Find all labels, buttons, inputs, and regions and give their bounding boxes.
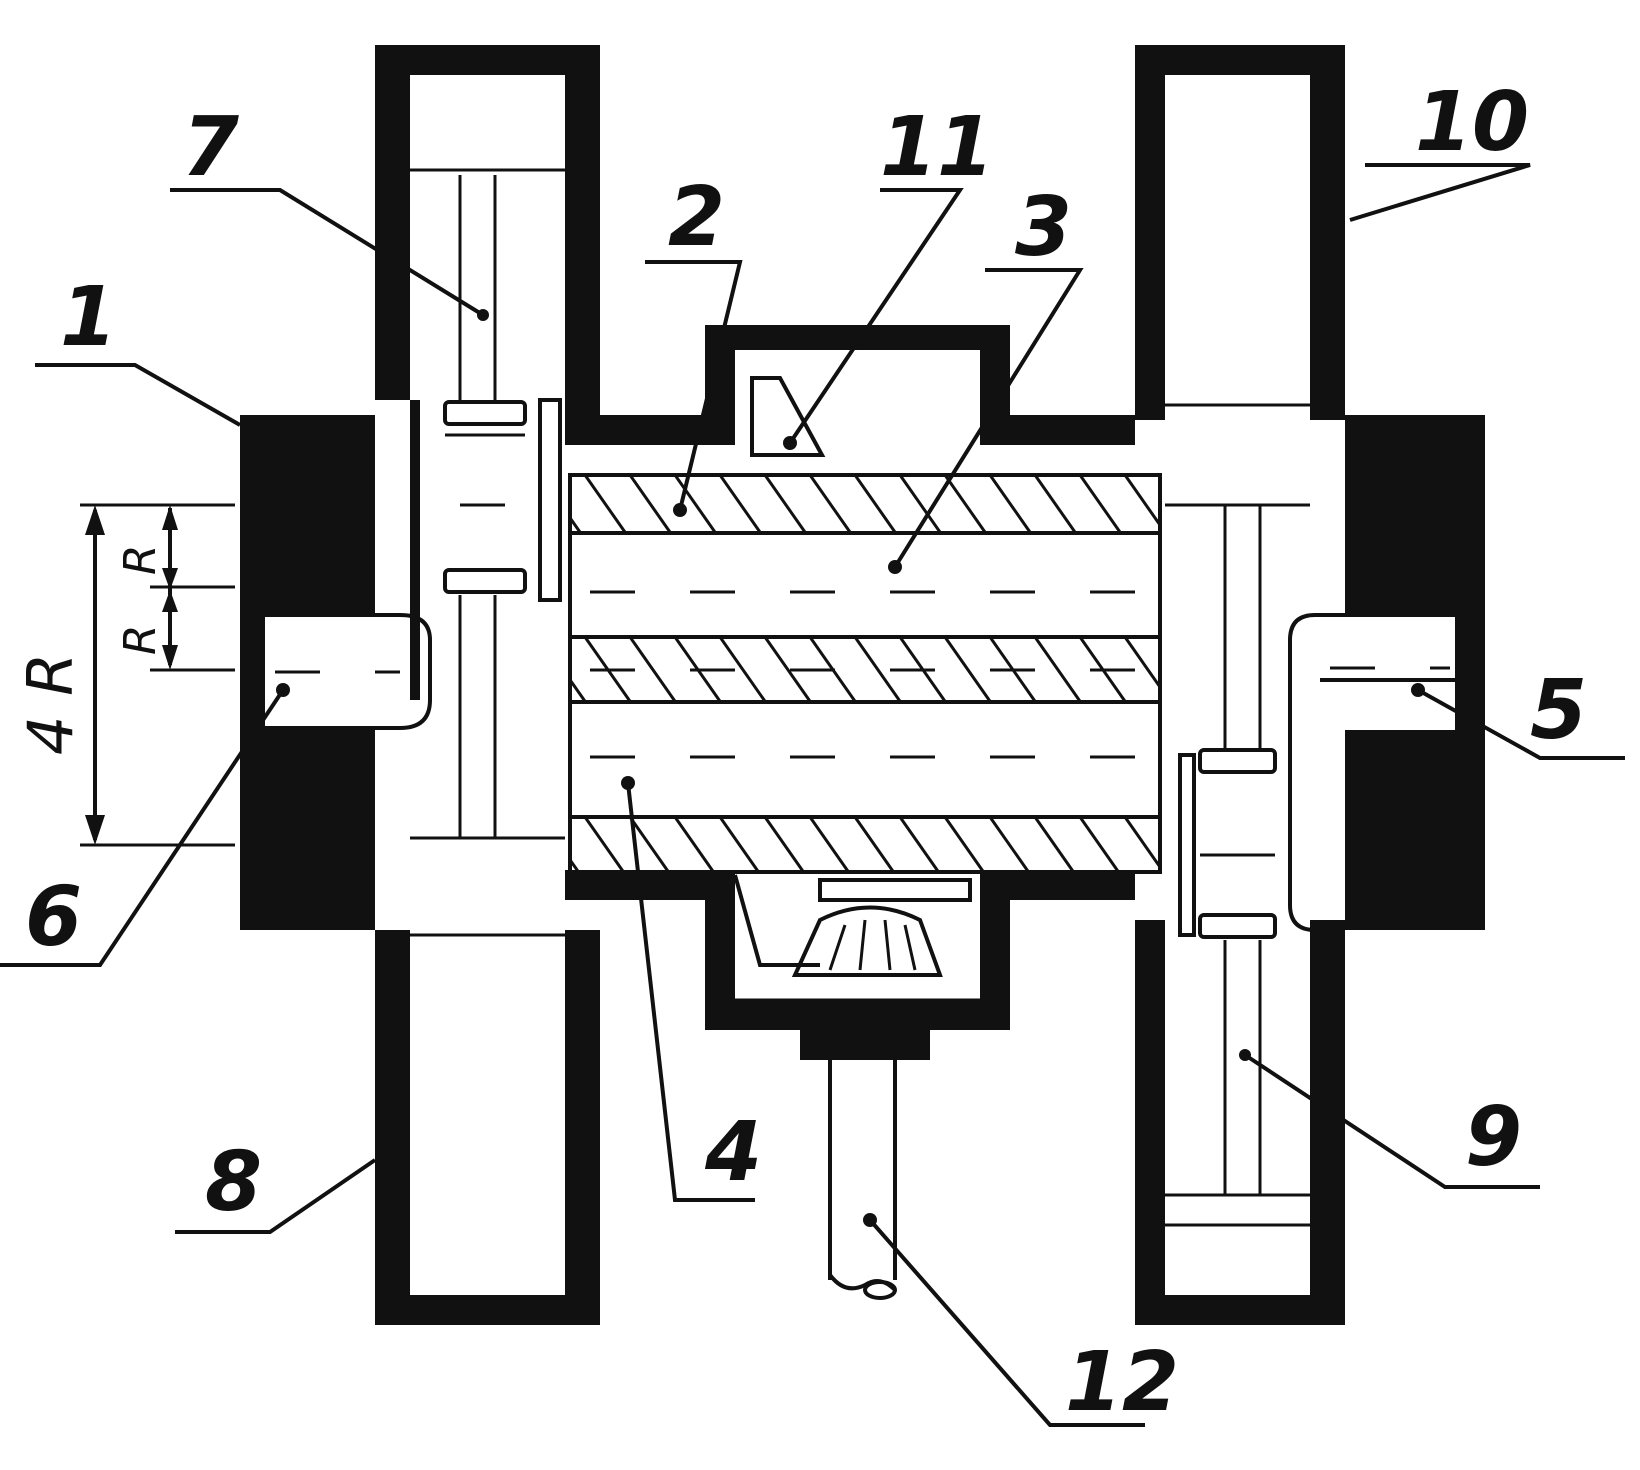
shaft-assembly — [568, 473, 1216, 874]
hatch-line — [943, 475, 987, 533]
hatch-line — [1170, 637, 1216, 702]
hatch-line — [570, 515, 582, 533]
hatch-line — [898, 475, 942, 533]
hatch-line — [628, 475, 672, 533]
dim-r-upper: R — [115, 544, 166, 575]
left-wheel — [375, 45, 600, 1325]
hatch-line — [763, 475, 807, 533]
label-5: 5 — [1530, 663, 1587, 758]
hatch-line — [763, 637, 812, 702]
hatch-line — [853, 637, 902, 702]
hatch-line — [673, 817, 715, 872]
hatch-line — [628, 637, 677, 702]
hatch-line — [1170, 817, 1209, 872]
hatch-line — [673, 475, 717, 533]
hatch-line — [808, 817, 850, 872]
hatch-line — [1033, 817, 1075, 872]
hatch-line — [763, 817, 805, 872]
dimension-lines — [80, 503, 235, 847]
hatch-line — [718, 817, 760, 872]
part-labels: 7 1 2 11 3 10 5 6 8 4 9 12 — [25, 75, 1587, 1430]
label-3: 3 — [1015, 180, 1072, 275]
hatch-line — [808, 475, 852, 533]
hatch-line — [583, 475, 627, 533]
label-4: 4 — [704, 1105, 762, 1200]
hatch-line — [1033, 637, 1082, 702]
hatch-line — [1078, 817, 1120, 872]
hatch-line — [718, 475, 762, 533]
hatch-line — [853, 475, 897, 533]
bevel-gear-shaft-12 — [733, 874, 972, 1300]
dim-r-lower: R — [115, 624, 166, 655]
hatch-line — [570, 677, 587, 702]
hatch-line — [628, 817, 670, 872]
pin-11 — [750, 376, 826, 457]
hatch-line — [853, 817, 895, 872]
label-9: 9 — [1465, 1090, 1522, 1185]
hatch-line — [1078, 475, 1122, 533]
right-hub — [1288, 415, 1485, 932]
hatch-line — [988, 475, 1032, 533]
hatch-line — [898, 817, 940, 872]
dim-4r: 4 R — [14, 653, 87, 755]
hatch-line — [943, 637, 992, 702]
right-wheel — [1135, 45, 1345, 1325]
dimension-labels: 4 R R R — [14, 544, 166, 755]
left-hub — [240, 415, 432, 930]
label-11: 11 — [880, 100, 994, 195]
label-2: 2 — [668, 170, 725, 265]
label-10: 10 — [1415, 75, 1529, 170]
label-6: 6 — [25, 870, 82, 965]
central-housing — [565, 325, 1135, 1060]
hatch-line — [1123, 817, 1160, 870]
label-12: 12 — [1065, 1335, 1179, 1430]
hatch-line — [583, 817, 625, 872]
hatch-line — [943, 817, 985, 872]
label-1: 1 — [60, 270, 117, 365]
label-7: 7 — [182, 100, 239, 195]
hatch-line — [1123, 637, 1160, 690]
hatch-line — [718, 637, 767, 702]
leader-lines — [0, 163, 1625, 1427]
label-8: 8 — [205, 1135, 262, 1230]
hatch-line — [570, 857, 580, 872]
hatch-line — [1033, 475, 1077, 533]
hatch-line — [988, 817, 1030, 872]
